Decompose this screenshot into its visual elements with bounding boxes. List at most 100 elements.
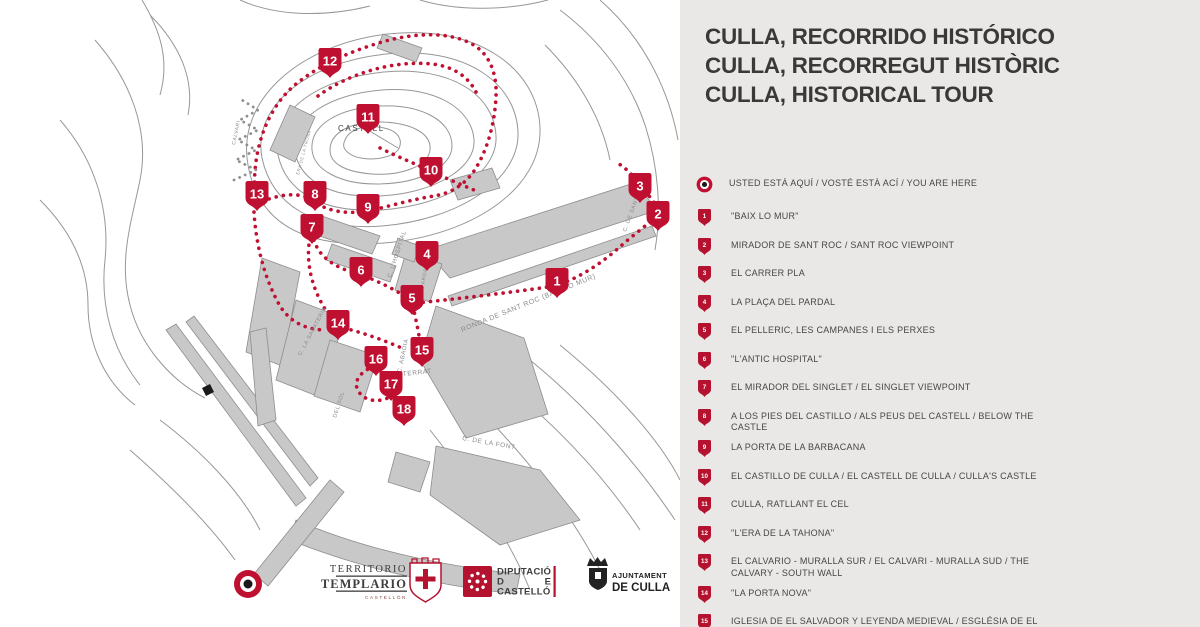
legend-row-5: 5 EL PELLERIC, LES CAMPANES I ELS PERXES (698, 323, 1174, 345)
svg-text:3: 3 (636, 179, 643, 194)
street-label: RONDA DE SANT ROC (BAIX LO MUR) (460, 273, 597, 334)
legend-row-4: 4 LA PLAÇA DEL PARDAL (698, 294, 1174, 317)
svg-text:5: 5 (703, 327, 707, 334)
you-are-here-marker[interactable] (234, 570, 262, 598)
svg-text:1: 1 (703, 213, 707, 220)
svg-text:7: 7 (703, 384, 707, 391)
legend-item-label: LA PORTA DE LA BARBACANA (731, 442, 866, 452)
map-marker-15[interactable]: 15 (410, 337, 434, 367)
legend-item-label: LA PLAÇA DEL PARDAL (731, 296, 836, 307)
legend-shield-icon: 12 (698, 525, 711, 548)
svg-text:6: 6 (703, 356, 707, 363)
street-label: C. ABADIA (397, 338, 410, 373)
legend-row-8: 8 A LOS PIES DEL CASTILLO / ALS PEUS DEL… (698, 408, 1174, 434)
svg-text:8: 8 (703, 413, 707, 420)
svg-text:15: 15 (415, 343, 429, 358)
svg-text:17: 17 (384, 377, 398, 392)
legend-item-label: EL CARRER PLA (731, 268, 805, 278)
legend-shield-icon: 3 (698, 266, 711, 288)
templar-shield-icon (409, 557, 442, 603)
legend-shield-icon: 13 (698, 554, 711, 576)
legend-item-label: "L'ANTIC HOSPITAL" (731, 353, 822, 364)
svg-text:10: 10 (424, 163, 438, 178)
map-marker-16[interactable]: 16 (364, 346, 388, 376)
svg-text:2: 2 (703, 242, 707, 249)
diputacio-line2b: E (545, 577, 551, 588)
diputacio-castello-logo: DIPUTACIÓ D E CASTELLÓ (463, 566, 556, 598)
legend-shield-icon: 1 (698, 209, 711, 231)
legend-shield-icon: 5 (698, 323, 711, 345)
legend-item-label: A LOS PIES DEL CASTILLO / ALS PEUS DEL C… (731, 410, 1034, 433)
map-marker-9[interactable]: 9 (356, 194, 380, 224)
svg-text:4: 4 (703, 299, 707, 306)
map-marker-11[interactable]: 11 (356, 104, 380, 134)
legend-shield-icon: 4 (698, 294, 711, 317)
title-line-ca: CULLA, RECORREGUT HISTÒRIC (705, 53, 1060, 78)
title-line-es: CULLA, RECORRIDO HISTÓRICO (705, 24, 1055, 49)
contour-lines (39, 0, 680, 591)
legend-row-13: 13 EL CALVARIO - MURALLA SUR / EL CALVAR… (698, 554, 1174, 579)
map-marker-1[interactable]: 1 (545, 268, 569, 298)
svg-text:1: 1 (553, 274, 560, 289)
svg-text:6: 6 (357, 263, 364, 278)
svg-text:9: 9 (703, 444, 707, 451)
map-marker-13[interactable]: 13 (245, 181, 269, 211)
svg-text:14: 14 (331, 316, 346, 331)
legend-item-label: EL MIRADOR DEL SINGLET / EL SINGLET VIEW… (731, 382, 971, 392)
street-label: TERRAT (402, 368, 432, 378)
map-marker-5[interactable]: 5 (400, 285, 424, 315)
map-marker-3[interactable]: 3 (628, 173, 652, 203)
diputacio-line3: CASTELLÓ (497, 586, 551, 598)
legend-shield-icon: 11 (698, 497, 711, 519)
ajuntament-line2: DE CULLA (612, 582, 670, 594)
legend-shield-icon: 8 (698, 408, 711, 431)
legend-row-6: 6 "L'ANTIC HOSPITAL" (698, 351, 1174, 374)
you-are-here-icon (696, 176, 713, 198)
legend-shield-icon: 9 (698, 440, 711, 462)
legend-item-label: MIRADOR DE SANT ROC / SANT ROC VIEWPOINT (731, 239, 955, 250)
map-marker-8[interactable]: 8 (303, 181, 327, 211)
map-marker-6[interactable]: 6 (349, 257, 373, 287)
legend-shield-icon: 7 (698, 380, 711, 402)
svg-text:9: 9 (364, 200, 371, 215)
legend-row-10: 10 EL CASTILLO DE CULLA / EL CASTELL DE … (698, 468, 1174, 491)
svg-text:14: 14 (701, 590, 708, 597)
svg-text:7: 7 (308, 220, 315, 235)
ajuntament-line1: AJUNTAMENT (612, 571, 667, 580)
legend-item-label: EL CASTILLO DE CULLA / EL CASTELL DE CUL… (731, 470, 1037, 481)
svg-text:16: 16 (369, 352, 383, 367)
legend-shield-icon: 14 (698, 585, 711, 608)
you-are-here-label: USTED ESTÁ AQUÍ / VOSTÉ ESTÀ ACÍ / YOU A… (729, 178, 978, 188)
legend-shield-icon: 2 (698, 237, 711, 260)
map-marker-7[interactable]: 7 (300, 214, 324, 244)
legend-row-11: 11 CULLA, RATLLANT EL CEL (698, 497, 1174, 519)
map-marker-12[interactable]: 12 (318, 48, 342, 78)
ajuntament-culla-logo: AJUNTAMENT DE CULLA (587, 557, 670, 594)
legend-row-14: 14 "LA PORTA NOVA" (698, 585, 1174, 608)
map-marker-14[interactable]: 14 (326, 310, 350, 340)
legend-row-2: 2 MIRADOR DE SANT ROC / SANT ROC VIEWPOI… (698, 237, 1174, 260)
map-marker-2[interactable]: 2 (646, 201, 670, 231)
legend-row-9: 9 LA PORTA DE LA BARBACANA (698, 440, 1174, 462)
svg-text:8: 8 (311, 187, 318, 202)
legend-item-label: IGLESIA DE EL SALVADOR Y LEYENDA MEDIEVA… (731, 616, 1038, 626)
map-marker-4[interactable]: 4 (415, 241, 439, 271)
calvary-stations-dots (232, 98, 262, 182)
street-label: PARDAL (420, 264, 429, 288)
legend-item-label: "L'ERA DE LA TAHONA" (731, 527, 835, 538)
territorio-text: TERRITORIO (330, 564, 407, 575)
legend-row-15: 15 IGLESIA DE EL SALVADOR Y LEYENDA MEDI… (698, 614, 1174, 627)
info-panel: CULLA, RECORRIDO HISTÓRICO CULLA, RECORR… (680, 0, 1200, 627)
legend-row-3: 3 EL CARRER PLA (698, 266, 1174, 288)
map-marker-10[interactable]: 10 (419, 157, 443, 187)
map-marker-17[interactable]: 17 (379, 371, 403, 401)
title-line-en: CULLA, HISTORICAL TOUR (705, 82, 994, 107)
legend-item-label: CULLA, RATLLANT EL CEL (731, 499, 849, 509)
svg-text:3: 3 (703, 270, 707, 277)
svg-text:2: 2 (654, 207, 661, 222)
street-label: CASTELL (338, 124, 385, 133)
map-marker-18[interactable]: 18 (392, 396, 416, 426)
legend-row-12: 12 "L'ERA DE LA TAHONA" (698, 525, 1174, 548)
